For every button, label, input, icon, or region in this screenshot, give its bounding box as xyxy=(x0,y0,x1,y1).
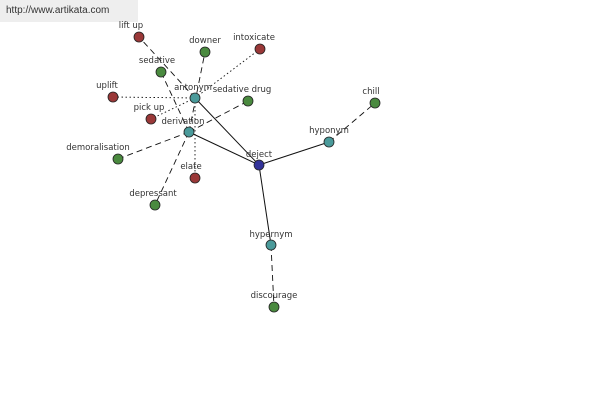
node-label-deject[interactable]: deject xyxy=(246,150,273,160)
node-depressant[interactable]: depressant xyxy=(129,189,177,211)
edge-deject-antonym xyxy=(194,97,260,166)
node-label-sedative-drug[interactable]: sedative drug xyxy=(213,85,272,95)
node-circle-discourage[interactable] xyxy=(268,301,280,313)
node-label-antonym[interactable]: antonym xyxy=(174,83,212,93)
edges-layer xyxy=(112,36,376,308)
node-circle-sedative[interactable] xyxy=(155,66,167,78)
edge-hyponym-chill xyxy=(328,102,376,143)
node-label-hyponym[interactable]: hyponym xyxy=(309,126,349,136)
site-url-banner[interactable]: http://www.artikata.com xyxy=(0,0,138,22)
node-demoralisation[interactable]: demoralisation xyxy=(66,143,130,165)
edge-derivation-sedative xyxy=(160,71,190,133)
node-circle-depressant[interactable] xyxy=(149,199,161,211)
node-circle-hyponym[interactable] xyxy=(323,136,335,148)
node-circle-lift-up[interactable] xyxy=(133,31,145,43)
node-elate[interactable]: elate xyxy=(180,162,202,184)
node-label-lift-up[interactable]: lift up xyxy=(119,21,143,31)
node-label-sedative[interactable]: sedative xyxy=(139,56,175,66)
node-derivation[interactable]: derivation xyxy=(161,117,205,138)
node-circle-deject[interactable] xyxy=(253,159,265,171)
node-antonym[interactable]: antonym xyxy=(174,83,212,104)
edge-derivation-sedative-drug xyxy=(188,100,249,133)
node-label-intoxicate[interactable]: intoxicate xyxy=(233,33,275,43)
node-deject[interactable]: deject xyxy=(246,150,273,171)
node-uplift[interactable]: uplift xyxy=(96,81,119,103)
edge-derivation-downer xyxy=(188,51,206,133)
node-label-downer[interactable]: downer xyxy=(189,36,221,46)
edge-hypernym-discourage xyxy=(270,244,275,308)
node-downer[interactable]: downer xyxy=(189,36,221,58)
node-intoxicate[interactable]: intoxicate xyxy=(233,33,275,55)
edge-deject-hypernym xyxy=(258,164,272,246)
node-circle-chill[interactable] xyxy=(369,97,381,109)
edge-antonym-pick-up xyxy=(150,97,196,120)
node-circle-sedative-drug[interactable] xyxy=(242,95,254,107)
node-label-elate[interactable]: elate xyxy=(180,162,201,172)
edge-antonym-uplift xyxy=(112,96,196,99)
node-circle-pick-up[interactable] xyxy=(145,113,157,125)
node-circle-derivation[interactable] xyxy=(183,126,195,138)
nodes-layer: deject antonym derivation hyponym hypernym li… xyxy=(66,21,381,313)
node-label-uplift[interactable]: uplift xyxy=(96,81,118,91)
node-sedative[interactable]: sedative xyxy=(139,56,175,78)
edge-antonym-lift-up xyxy=(138,36,196,99)
node-hypernym[interactable]: hypernym xyxy=(249,230,293,251)
node-label-depressant[interactable]: depressant xyxy=(129,189,177,199)
node-sedative-drug[interactable]: sedative drug xyxy=(213,85,272,107)
edge-deject-hyponym xyxy=(258,141,330,166)
node-circle-hypernym[interactable] xyxy=(265,239,277,251)
node-circle-downer[interactable] xyxy=(199,46,211,58)
edge-derivation-demoralisation xyxy=(117,131,190,160)
node-circle-demoralisation[interactable] xyxy=(112,153,124,165)
node-lift-up[interactable]: lift up xyxy=(119,21,145,43)
node-label-chill[interactable]: chill xyxy=(362,87,379,97)
node-label-demoralisation[interactable]: demoralisation xyxy=(66,143,129,153)
node-label-discourage[interactable]: discourage xyxy=(251,291,298,301)
node-label-hypernym[interactable]: hypernym xyxy=(249,230,292,240)
node-circle-antonym[interactable] xyxy=(189,92,201,104)
node-circle-intoxicate[interactable] xyxy=(254,43,266,55)
node-pick-up[interactable]: pick up xyxy=(134,103,165,125)
node-label-derivation[interactable]: derivation xyxy=(161,117,204,127)
edge-deject-derivation xyxy=(188,131,260,166)
node-chill[interactable]: chill xyxy=(362,87,381,109)
edge-derivation-depressant xyxy=(154,131,190,206)
edge-antonym-intoxicate xyxy=(194,48,261,99)
node-hyponym[interactable]: hyponym xyxy=(309,126,349,148)
node-circle-elate[interactable] xyxy=(189,172,201,184)
node-discourage[interactable]: discourage xyxy=(251,291,298,313)
node-circle-uplift[interactable] xyxy=(107,91,119,103)
node-label-pick-up[interactable]: pick up xyxy=(134,103,165,113)
